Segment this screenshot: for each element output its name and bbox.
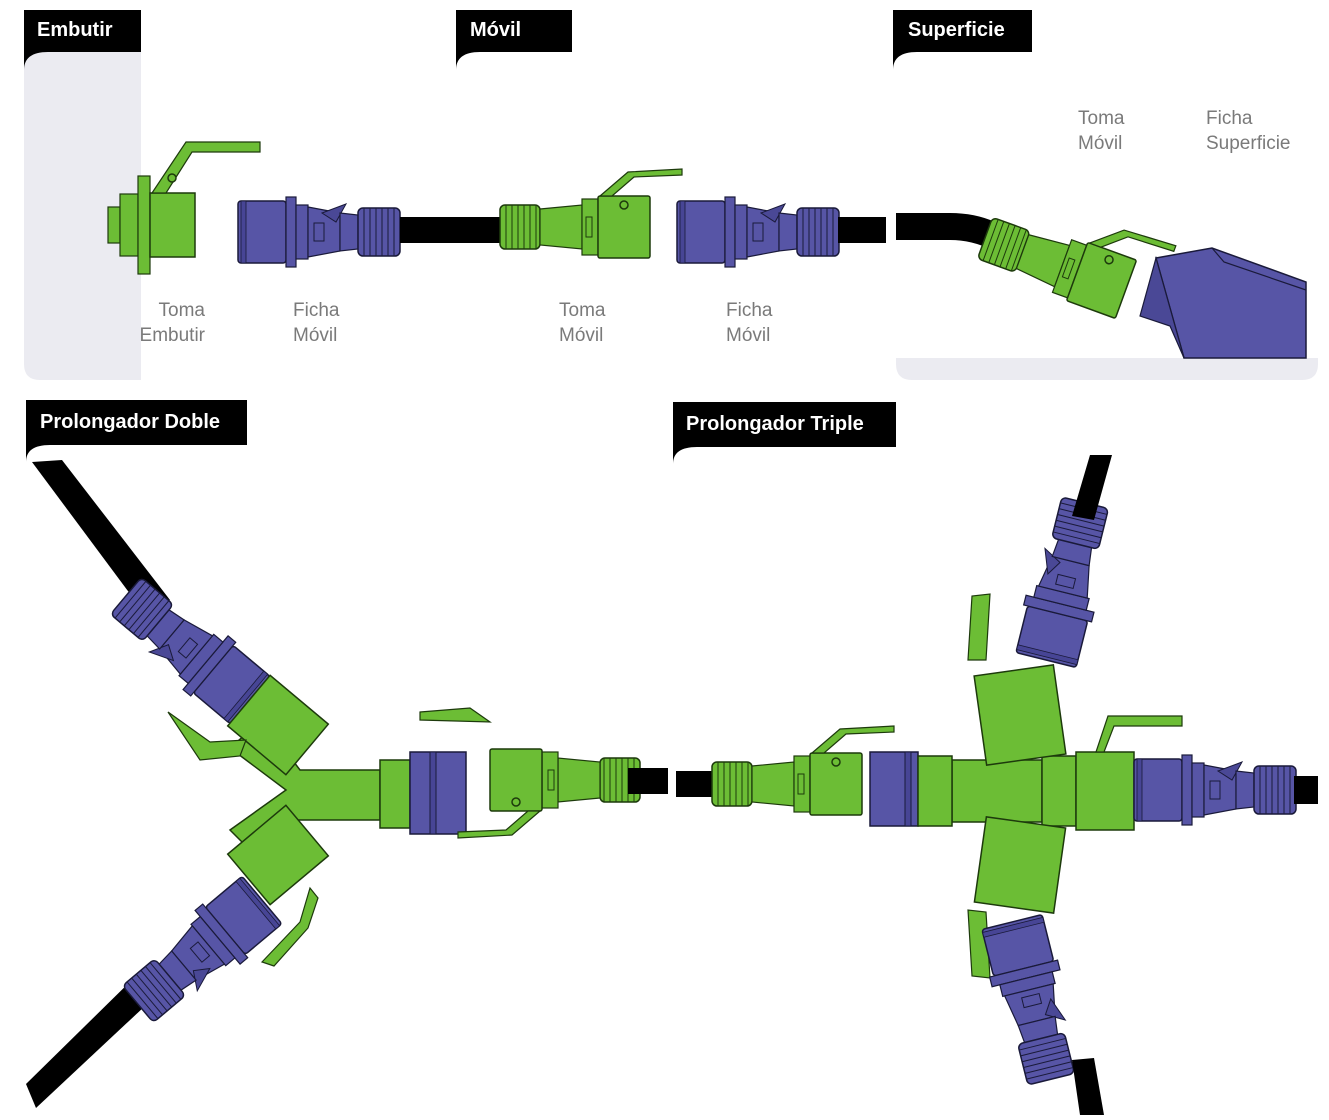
cable-icon [400,217,458,243]
cable-icon [455,217,500,243]
tab-movil-label: Móvil [470,19,522,41]
cable-icon [838,217,886,243]
tab-embutir-label: Embutir [37,19,113,41]
label-ficha-movil: Ficha Móvil [293,300,340,346]
tab-prolongador-doble-label: Prolongador Doble [40,411,220,433]
tab-prolongador-doble-bg [26,400,247,462]
label-toma-movil: Toma Móvil [1078,108,1125,154]
label-toma-embutir: Toma Embutir [139,300,205,346]
label-toma-movil: Toma Móvil [559,300,606,346]
tab-superficie-label: Superficie [908,19,1005,41]
mobile-plug-icon [237,196,401,268]
triple-extension-icon [676,455,1318,1115]
double-extension-icon [26,460,668,1108]
label-ficha-superficie: Ficha Superficie [1206,108,1291,154]
tab-movil-bg [456,10,572,70]
mobile-plug-icon [676,196,840,268]
label-ficha-movil: Ficha Móvil [726,300,773,346]
mobile-socket-icon [499,168,683,259]
surface-plug-icon [1139,247,1307,359]
tab-superficie-bg [893,10,1032,70]
embutir-socket-icon [107,141,261,275]
tab-prolongador-triple-bg [673,402,896,464]
tab-prolongador-triple-label: Prolongador Triple [686,413,864,435]
cable-icon [896,213,995,250]
tab-embutir-bg [24,10,141,70]
